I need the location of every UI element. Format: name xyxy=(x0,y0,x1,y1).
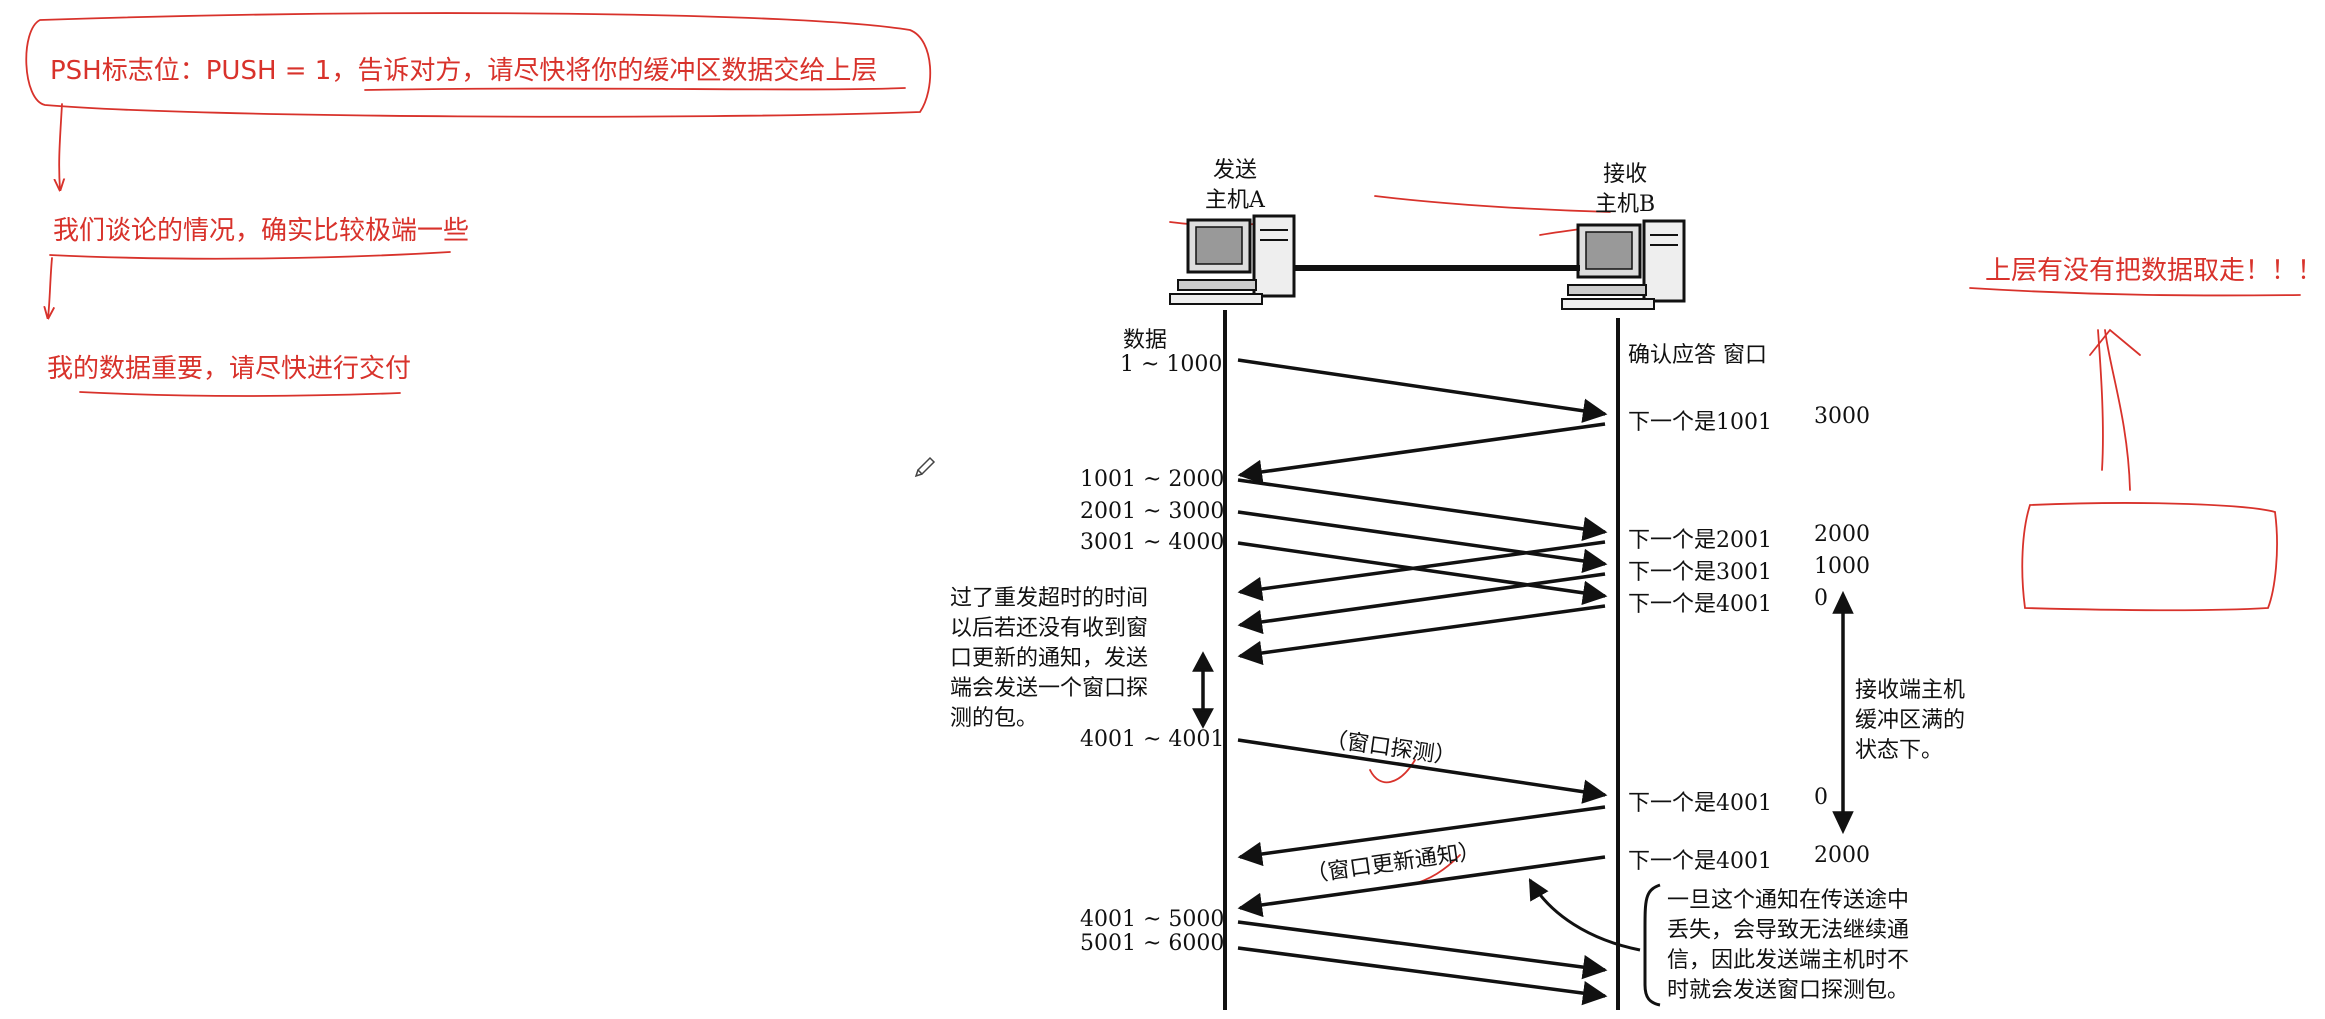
important-data-note: 我的数据重要，请尽快进行交付 xyxy=(47,354,412,384)
extreme-underline xyxy=(49,251,451,260)
timeout-range-arrow xyxy=(1192,651,1214,729)
ack-window: 2000 xyxy=(1814,522,1870,547)
ack-next: 下一个是4001 xyxy=(1628,791,1772,816)
buffer-full-note: 接收端主机 缓冲区满的 状态下。 xyxy=(1855,678,1966,763)
ack-3001 xyxy=(1237,572,1606,635)
ack-update xyxy=(1237,855,1606,918)
data-column-header: 数据 xyxy=(1123,328,1168,353)
sender-range-label: 3001 ~ 4000 xyxy=(1080,530,1225,555)
ack-window: 0 xyxy=(1814,586,1828,611)
important-underline xyxy=(79,391,401,397)
sender-range-label: 1001 ~ 2000 xyxy=(1080,467,1225,492)
ack-next: 下一个是4001 xyxy=(1628,849,1772,874)
seg-probe xyxy=(1237,738,1608,804)
ack-1001 xyxy=(1237,422,1606,485)
upper-underline xyxy=(1969,287,2301,297)
ack-window: 2000 xyxy=(1814,843,1870,868)
ack-next: 下一个是1001 xyxy=(1628,410,1772,435)
upper-arrow-head xyxy=(2089,328,2141,356)
down-arrow-1 xyxy=(59,103,62,190)
ack-window: 0 xyxy=(1814,785,1828,810)
extreme-case-note: 我们谈论的情况，确实比较极端一些 xyxy=(53,216,470,246)
seg-1-1000 xyxy=(1237,358,1608,423)
host-a-computer-icon xyxy=(1169,214,1296,305)
sender-range-label: 2001 ~ 3000 xyxy=(1080,499,1225,524)
seg-3001-4000 xyxy=(1237,541,1608,605)
ack-window: 1000 xyxy=(1814,554,1870,579)
host-b-mark xyxy=(1374,195,1611,213)
host-b-computer-icon xyxy=(1561,219,1686,310)
sender-range-label: 5001 ~ 6000 xyxy=(1080,931,1225,956)
psh-underline xyxy=(364,87,906,91)
timeout-note: 过了重发超时的时间 以后若还没有收到窗 口更新的通知，发送 端会发送一个窗口探 … xyxy=(950,586,1149,731)
segment-arrows xyxy=(1237,358,1608,1006)
loss-note: 一旦这个通知在传送途中 丢失，会导致无法继续通 信，因此发送端主机时不 时就会发… xyxy=(1667,888,1910,1003)
sender-range-label: 4001 ~ 5000 xyxy=(1080,907,1225,932)
buffer-full-range-arrow xyxy=(1832,590,1854,835)
sender-range-label: 1 ~ 1000 xyxy=(1120,352,1223,377)
sender-range-label: 4001 ~ 4001 xyxy=(1080,727,1225,752)
upper-arrow xyxy=(2104,329,2131,491)
ack-next: 下一个是2001 xyxy=(1628,528,1772,553)
ack-next: 下一个是4001 xyxy=(1628,592,1772,617)
ack-probe xyxy=(1237,805,1606,867)
buffer-box xyxy=(2021,502,2278,612)
host-a-label: 发送 主机A xyxy=(1205,158,1265,213)
seg-1001-2000 xyxy=(1237,478,1608,542)
psh-flag-note: PSH标志位：PUSH = 1，告诉对方，请尽快将你的缓冲区数据交给上层 xyxy=(50,56,878,86)
seg-2001-3000 xyxy=(1237,510,1608,574)
ack-window: 3000 xyxy=(1814,404,1870,429)
upper-layer-note: 上层有没有把数据取走！！！ xyxy=(1985,256,2324,286)
down-arrow-2 xyxy=(48,257,52,318)
upper-arrow-2 xyxy=(2097,329,2104,471)
loss-note-arrow xyxy=(1528,878,1641,952)
ack-window-header: 确认应答 窗口 xyxy=(1628,343,1767,368)
pencil-cursor-icon xyxy=(914,456,936,478)
ack-next: 下一个是3001 xyxy=(1628,560,1772,585)
loss-note-bracket xyxy=(1643,883,1661,1007)
ack-2001 xyxy=(1237,540,1606,602)
host-b-label: 接收 主机B xyxy=(1595,162,1656,217)
ack-4001 xyxy=(1237,604,1606,666)
seg-4001-5000 xyxy=(1237,920,1608,980)
seg-5001-6000 xyxy=(1237,946,1608,1006)
